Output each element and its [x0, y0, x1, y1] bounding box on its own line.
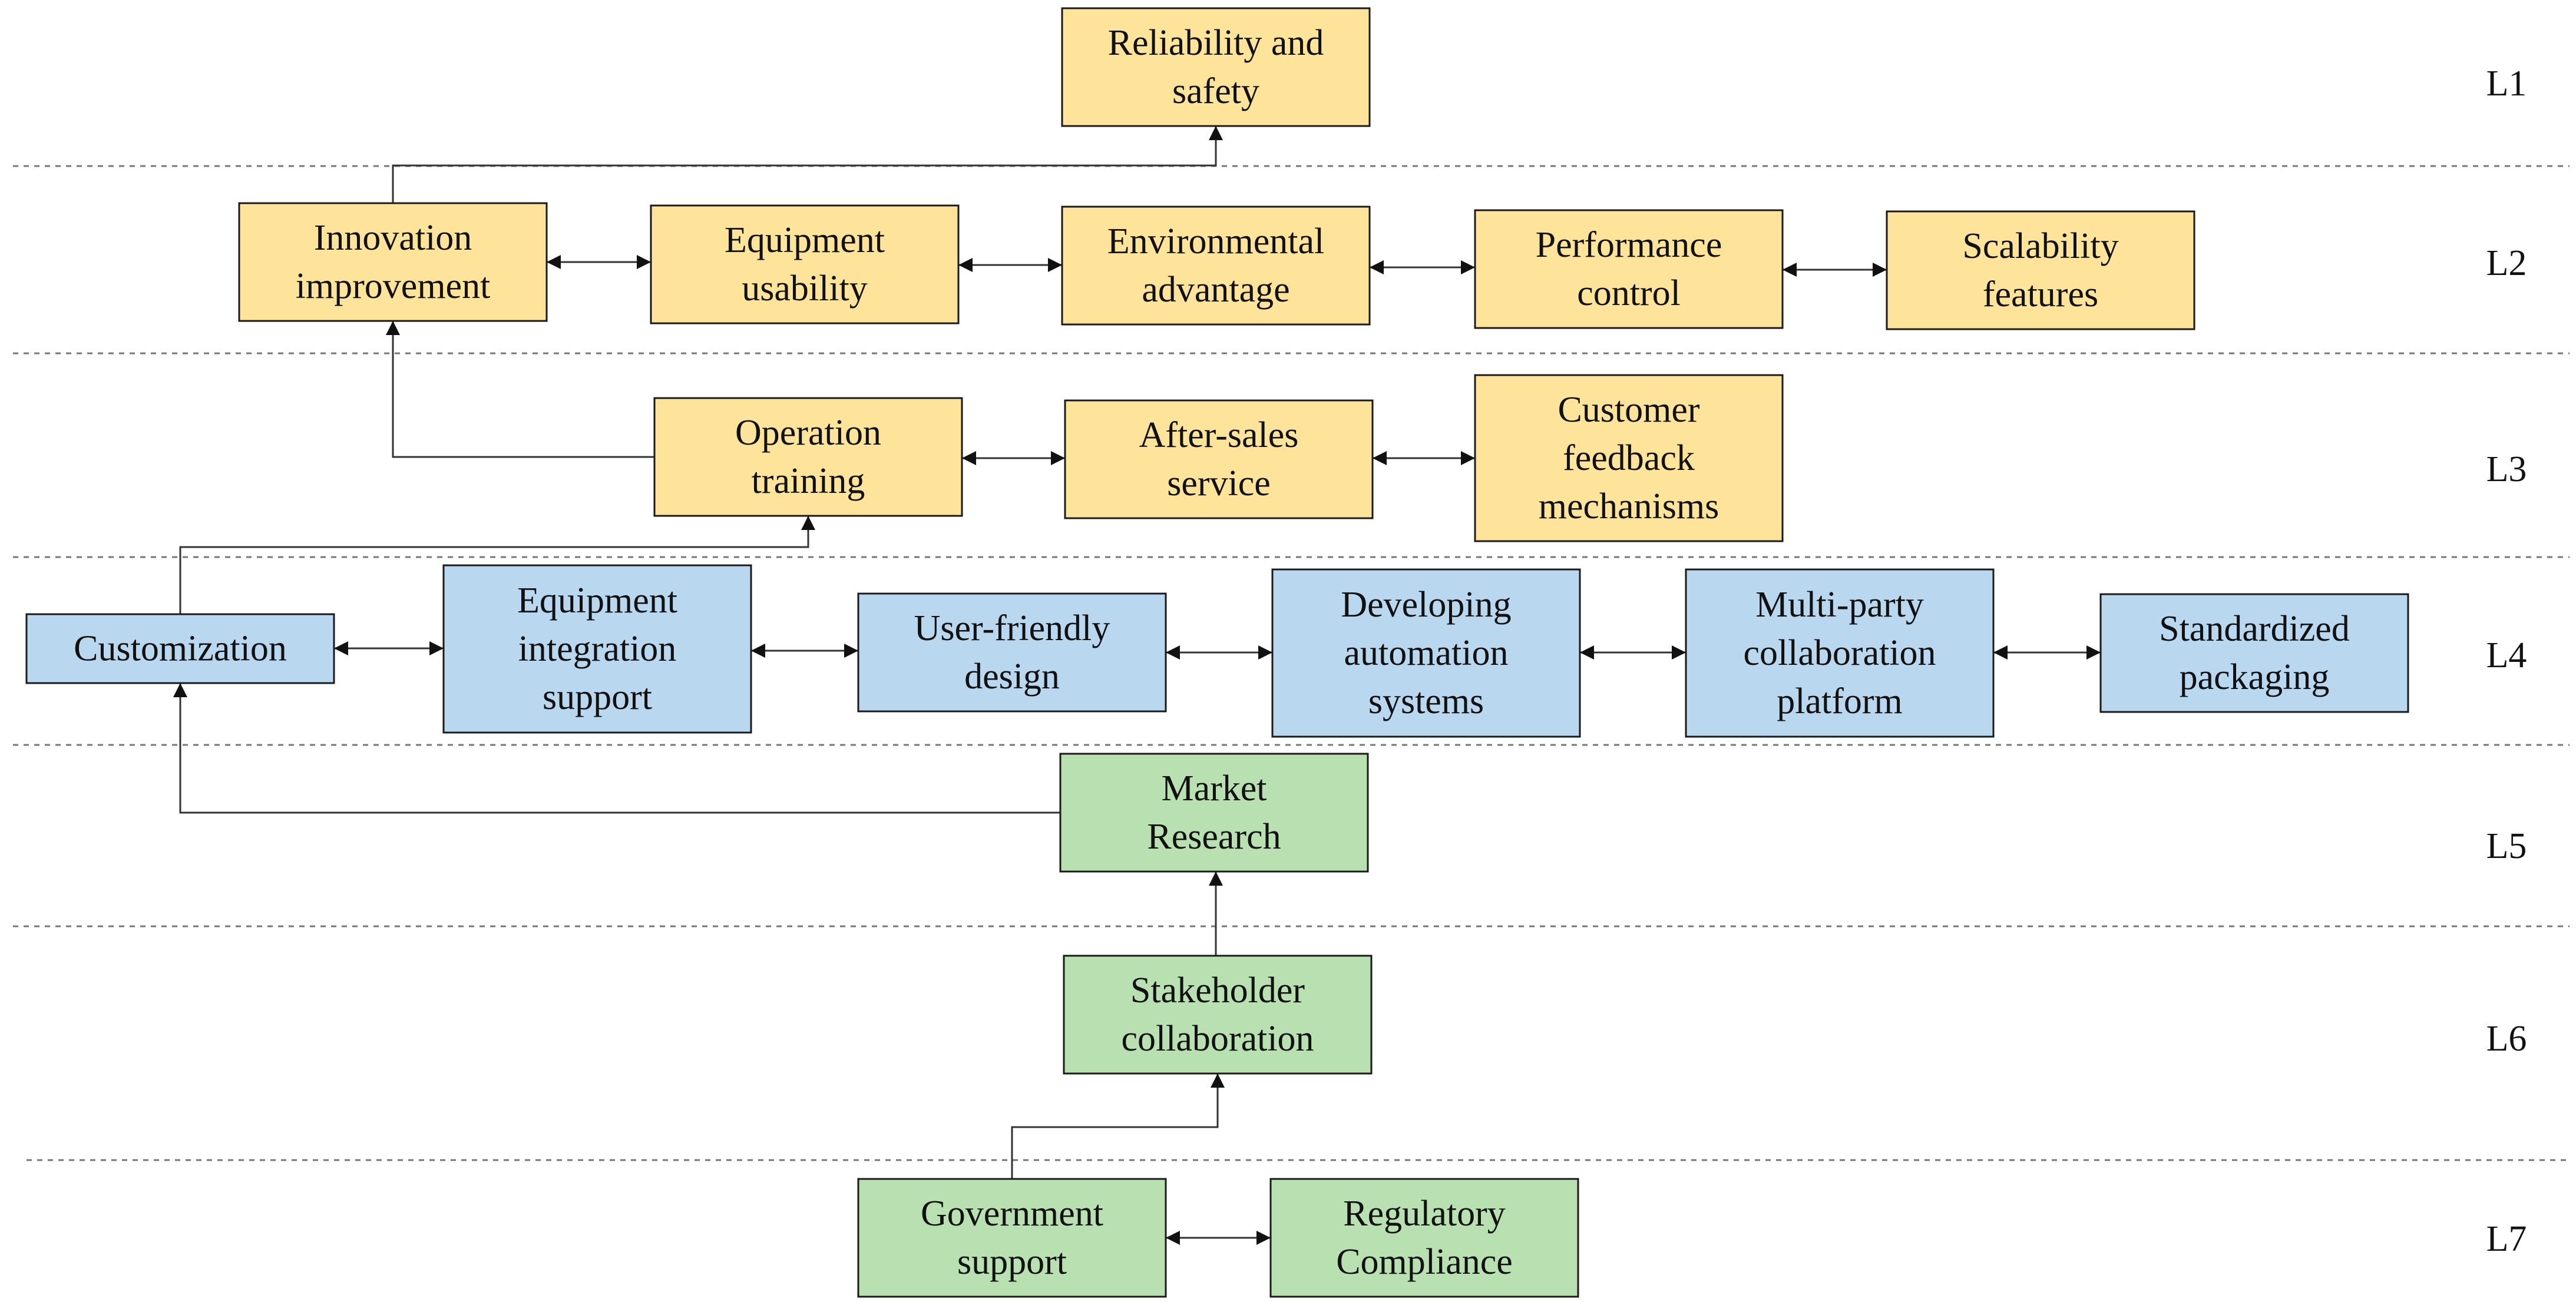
node-label: packaging — [2180, 657, 2330, 697]
node-label: support — [543, 677, 652, 717]
level-label-l2: L2 — [2486, 243, 2527, 283]
node-label: Compliance — [1336, 1242, 1513, 1282]
level-label-l7: L7 — [2486, 1219, 2527, 1259]
node-government: Government support — [857, 1178, 1167, 1298]
node-label: Reliability and — [1108, 23, 1324, 63]
node-label: Market — [1161, 768, 1266, 809]
node-box — [1271, 568, 1581, 738]
node-label: features — [1983, 274, 2098, 314]
node-integration: Equipment integration support — [442, 564, 752, 734]
node-label: Customer — [1557, 390, 1699, 430]
node-label: training — [752, 461, 865, 501]
node-label: Environmental — [1107, 221, 1324, 261]
connector-innovation-to-reliability — [392, 126, 1223, 203]
node-customization: Customization — [25, 613, 335, 684]
node-environmental: Environmental advantage — [1061, 206, 1371, 326]
node-box — [238, 202, 548, 322]
node-label: mechanisms — [1539, 486, 1719, 526]
node-innovation: Innovation improvement — [238, 202, 548, 322]
node-label: Research — [1147, 817, 1281, 857]
node-label: design — [964, 657, 1060, 697]
node-userfriendly: User-friendly design — [857, 592, 1167, 713]
connector-customization-to-training — [179, 516, 815, 614]
node-label: collaboration — [1743, 633, 1936, 673]
level-label-l5: L5 — [2486, 826, 2527, 866]
node-label: Multi-party — [1755, 585, 1924, 625]
node-scalability: Scalability features — [1886, 210, 2195, 330]
node-box — [1685, 568, 1995, 738]
level-label-l1: L1 — [2486, 64, 2527, 104]
node-box — [857, 592, 1167, 713]
level-label-l3: L3 — [2486, 449, 2527, 489]
node-label: User-friendly — [914, 608, 1110, 648]
node-stakeholder: Stakeholder collaboration — [1063, 955, 1373, 1075]
node-usability: Equipment usability — [650, 204, 960, 324]
node-box — [650, 204, 960, 324]
node-box — [1474, 209, 1784, 329]
node-label: Regulatory — [1343, 1194, 1506, 1234]
node-box — [653, 397, 963, 517]
node-label: Scalability — [1962, 226, 2118, 266]
node-label: Equipment — [517, 581, 677, 621]
connector-training-to-innovation — [386, 321, 654, 458]
node-collaboration_platform: Multi-party collaboration platform — [1685, 568, 1995, 738]
node-label: Performance — [1536, 225, 1722, 265]
node-box — [1063, 955, 1373, 1075]
node-reliability: Reliability and safety — [1061, 7, 1371, 127]
node-label: Stakeholder — [1130, 970, 1305, 1011]
node-label: Innovation — [314, 218, 472, 258]
node-label: Equipment — [725, 220, 885, 260]
connectors — [173, 126, 2101, 1245]
node-label: systems — [1368, 681, 1484, 721]
node-box — [442, 564, 752, 734]
node-label: advantage — [1142, 270, 1289, 310]
node-performance: Performance control — [1474, 209, 1784, 329]
node-label: control — [1577, 273, 1681, 313]
node-label: usability — [742, 269, 868, 309]
node-label: support — [957, 1242, 1067, 1282]
node-label: integration — [518, 629, 677, 669]
node-label: After-sales — [1139, 415, 1299, 455]
node-label: service — [1167, 463, 1271, 503]
node-label: safety — [1172, 71, 1259, 111]
node-label: feedback — [1563, 438, 1695, 478]
node-box — [857, 1178, 1167, 1298]
connector-market-to-customization — [173, 683, 1060, 814]
node-label: Government — [921, 1194, 1103, 1234]
node-label: automation — [1344, 633, 1509, 673]
node-feedback: Customer feedback mechanisms — [1474, 374, 1784, 542]
node-box — [1474, 374, 1784, 542]
level-label-l4: L4 — [2486, 635, 2527, 675]
node-box — [25, 613, 335, 684]
node-box — [1064, 399, 1374, 519]
node-box — [1061, 7, 1371, 127]
node-label: Customization — [74, 629, 287, 669]
node-label: Operation — [735, 413, 881, 453]
node-box — [1269, 1178, 1579, 1298]
node-label: collaboration — [1121, 1019, 1314, 1059]
node-box — [1059, 753, 1369, 873]
node-label: Developing — [1341, 585, 1511, 625]
node-label: Standardized — [2159, 609, 2350, 649]
node-label: platform — [1777, 681, 1903, 721]
node-box — [2099, 593, 2409, 713]
node-aftersales: After-sales service — [1064, 399, 1374, 519]
node-training: Operation training — [653, 397, 963, 517]
node-packaging: Standardized packaging — [2099, 593, 2409, 713]
node-label: improvement — [296, 266, 491, 306]
connector-government-to-stakeholder — [1011, 1074, 1225, 1179]
node-automation: Developing automation systems — [1271, 568, 1581, 738]
node-box — [1886, 210, 2195, 330]
level-label-l6: L6 — [2486, 1019, 2527, 1059]
node-box — [1061, 206, 1371, 326]
